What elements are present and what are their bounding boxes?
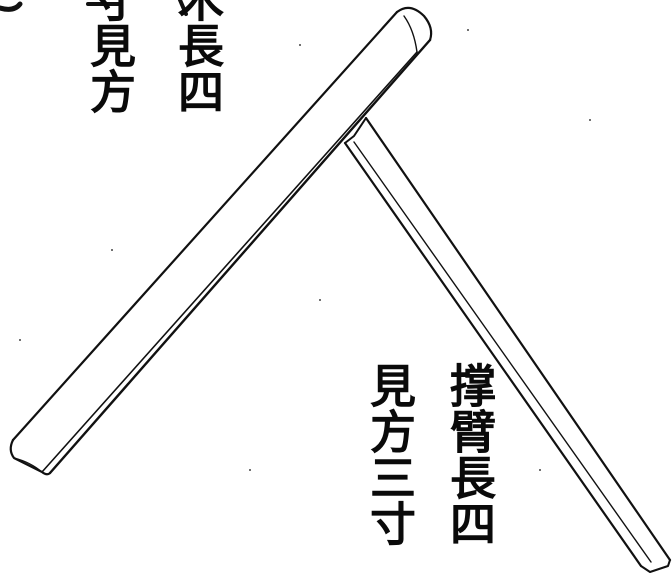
label-top-right-column: 木長四 (171, 0, 225, 114)
label-brace-arm-length: 撑臂長四 (443, 362, 497, 546)
paper-specks (19, 29, 591, 471)
label-brace-arm-size: 見方三寸 (363, 362, 417, 546)
brace-arm (343, 116, 672, 573)
corner-stroke-fragment (0, 1, 23, 12)
wooden-bar-long (9, 6, 433, 476)
corner-stroke-fragment-3 (178, 0, 188, 16)
label-top-left-column: 寸見方 (83, 0, 137, 114)
